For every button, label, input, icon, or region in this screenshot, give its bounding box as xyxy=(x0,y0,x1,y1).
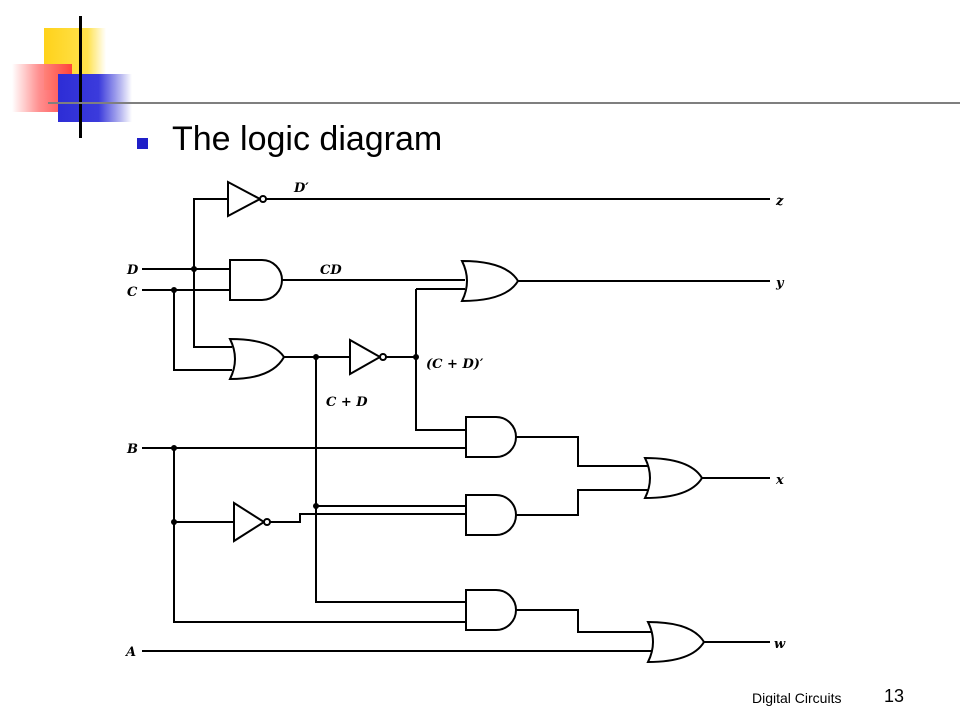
not-gate-cplusd-bubble xyxy=(379,353,387,361)
output-label-z: z xyxy=(775,194,784,209)
input-label-b: B xyxy=(126,442,138,457)
not-gate-b-bubble xyxy=(263,518,271,526)
or-gate-w xyxy=(646,620,706,664)
footer-label: Digital Circuits xyxy=(752,690,842,706)
header-rule xyxy=(48,102,960,104)
signal-label-c-plus-d: C + D xyxy=(326,395,368,410)
signal-label-c-plus-d-not: (C + D)′ xyxy=(426,357,484,372)
input-label-c: C xyxy=(127,285,138,300)
output-label-y: y xyxy=(775,276,785,291)
output-label-x: x xyxy=(775,473,784,488)
or-gate-y xyxy=(460,259,520,303)
decor-vertical-line xyxy=(79,16,82,138)
not-gate-cplusd xyxy=(349,338,383,376)
input-label-a: A xyxy=(124,645,136,660)
or-gate-x xyxy=(643,456,704,500)
not-gate-d xyxy=(227,180,263,218)
page-number: 13 xyxy=(884,686,905,706)
bullet-icon xyxy=(137,138,148,149)
and-gate-x1 xyxy=(465,416,517,458)
and-gate-x2 xyxy=(465,494,517,536)
signal-label-cd: CD xyxy=(320,263,342,278)
signal-label-d-not: D′ xyxy=(293,181,309,196)
or-gate-cplusd xyxy=(228,337,286,381)
and-gate-cd xyxy=(229,259,283,301)
slide-title: The logic diagram xyxy=(172,120,443,158)
output-label-w: w xyxy=(774,637,786,652)
and-gate-w xyxy=(465,589,517,631)
not-gate-d-bubble xyxy=(259,195,267,203)
decor-blue-square xyxy=(58,74,132,122)
input-label-d: D xyxy=(126,263,139,278)
not-gate-b xyxy=(233,501,266,543)
